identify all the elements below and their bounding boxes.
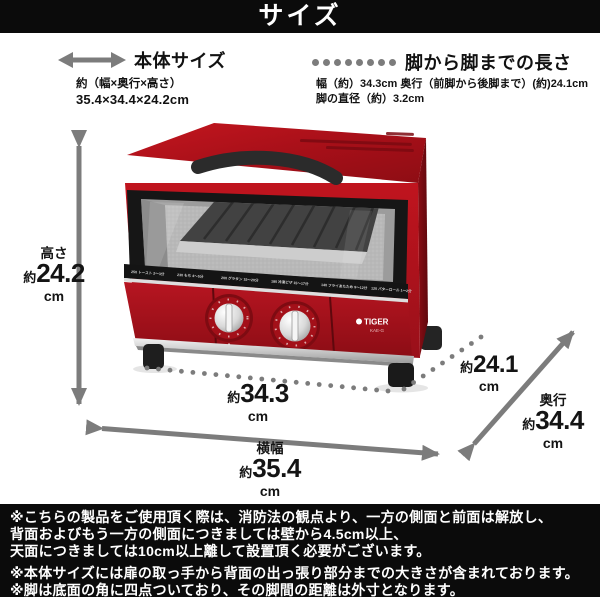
footnote-paragraph-2: ※本体サイズには扉の取っ手から背面の出っ張り部分までの大きさが含まれております。…: [10, 565, 590, 599]
body-size-label: 本体サイズ: [134, 51, 226, 71]
leg-depth-unit: cm: [478, 378, 500, 394]
leg-span-label: 脚から脚までの長さ: [405, 53, 572, 73]
oven-door: [127, 150, 408, 295]
knob-grip: [291, 310, 299, 342]
leg-span-line1: 幅（約）34.3cm 奥行（前脚から後脚まで）(約)24.1cm: [316, 78, 588, 90]
toaster-foot-front-left: [143, 344, 164, 369]
leg-depth-approx: 約: [460, 360, 474, 375]
guide-label: 120 バターロール 1〜2分: [371, 286, 412, 294]
leg-width-dimension-label: 約34.3 cm: [200, 378, 316, 424]
knob-grip: [225, 303, 233, 333]
baking-tray: [176, 199, 380, 264]
height-approx: 約: [23, 270, 37, 285]
base-shadow: [136, 346, 413, 367]
tray-pan-edge: [176, 241, 367, 264]
leg-depth-dimension-label: 約24.1 cm: [437, 352, 541, 393]
leg-width-dotted-line: [144, 365, 391, 394]
width-approx: 約: [239, 465, 253, 480]
footnote-line: ※脚は底面の角に四点ついており、その脚間の距離は外寸となります。: [10, 582, 464, 599]
body-size-formula: 約（幅×奥行×高さ）: [76, 78, 182, 90]
brand-text: TIGER: [364, 318, 389, 327]
base-chrome-strip: [133, 338, 414, 364]
toaster-foot-front-right: [388, 363, 414, 387]
footnote-line: 天面につきましては10cm以上離して設置頂く必要がございます。: [10, 542, 431, 559]
guide-label: 200 グラタン 15〜20分: [221, 275, 259, 283]
body-size-legend: 本体サイズ: [58, 47, 226, 73]
timer-dial: [270, 301, 320, 351]
height-value: 24.2: [36, 258, 85, 288]
leg-span-line2: 脚の直径（約）3.2cm: [316, 93, 425, 105]
body-size-values: 約（幅×奥行×高さ） 35.4×34.4×24.2cm: [76, 77, 189, 107]
door-handle: [191, 150, 343, 185]
width-dimension-label: 横幅 約35.4 cm: [212, 441, 328, 498]
dial-tick-marks: [274, 305, 316, 347]
footnote-line: 背面およびもう一方の側面につきましては壁から4.5cm以上、: [10, 525, 408, 542]
footnote-line: ※本体サイズには扉の取っ手から背面の出っ張り部分までの大きさが含まれております。: [10, 565, 579, 582]
leg-span-legend: 脚から脚までの長さ: [312, 49, 572, 75]
cooking-guide-strip: 250 トースト 2〜3分 230 もち 4〜5分 200 グラタン 15〜20…: [124, 264, 412, 303]
cooking-guide-labels: 250 トースト 2〜3分 230 もち 4〜5分 200 グラタン 15〜20…: [131, 269, 412, 293]
oven-left-wall: [141, 199, 168, 271]
leg-depth-value: 24.1: [473, 351, 518, 378]
depth-dimension-label: 奥行 約34.4 cm: [503, 393, 600, 450]
tiger-logo: TIGER KAE-G: [356, 318, 389, 333]
model-text: KAE-G: [370, 328, 385, 333]
toaster-right-side: [418, 138, 428, 356]
footnote-panel: ※こちらの製品をご使用頂く際は、消防法の観点より、一方の側面と前面は解放し、 背…: [0, 504, 600, 599]
footnote-line: ※こちらの製品をご使用頂く際は、消防法の観点より、一方の側面と前面は解放し、: [10, 509, 553, 525]
dotted-line-icon: [312, 58, 396, 66]
depth-name: 奥行: [539, 393, 567, 408]
guide-label: 250 トースト 2〜3分: [131, 269, 165, 276]
dial-tick-marks: [209, 298, 249, 338]
double-arrow-icon: [58, 52, 126, 68]
body-size-numbers: 35.4×34.4×24.2cm: [76, 92, 190, 107]
guide-label: 140 フライあたため 9〜12分: [321, 282, 368, 290]
leg-width-value: 34.3: [240, 378, 289, 408]
page-title: サイズ: [258, 2, 342, 30]
width-arrow: [85, 419, 440, 461]
width-name: 横幅: [256, 441, 284, 456]
top-embossed-text: [299, 132, 414, 153]
depth-arrow: [457, 330, 575, 462]
guide-label: 230 もち 4〜5分: [177, 272, 204, 279]
leg-depth-dotted-line: [401, 334, 484, 392]
width-unit: cm: [259, 483, 281, 499]
height-unit: cm: [43, 288, 65, 304]
glass-reflection: [340, 210, 372, 280]
height-dimension-label: 高さ 約24.2 cm: [6, 246, 102, 303]
control-panel: TIGER KAE-G: [124, 282, 412, 357]
leg-width-approx: 約: [227, 390, 241, 405]
leg-span-values: 幅（約）34.3cm 奥行（前脚から後脚まで）(約)24.1cm 脚の直径（約）…: [316, 77, 588, 107]
chrome-trim: [124, 278, 408, 303]
leg-width-unit: cm: [247, 408, 269, 424]
toaster-oven-diagram: 250 トースト 2〜3分 230 もち 4〜5分 200 グラタン 15〜20…: [71, 123, 575, 462]
height-name: 高さ: [40, 246, 68, 261]
width-value: 35.4: [252, 453, 301, 483]
glass-reflection: [146, 202, 184, 270]
depth-value: 34.4: [535, 405, 584, 435]
depth-unit: cm: [542, 435, 564, 451]
guide-label: 180 冷凍ピザ 15〜17分: [271, 279, 309, 287]
panel-seam: [329, 296, 335, 354]
title-bar: サイズ: [0, 0, 600, 33]
depth-approx: 約: [522, 417, 536, 432]
temperature-dial: [205, 294, 253, 347]
footnote-paragraph-1: ※こちらの製品をご使用頂く際は、消防法の観点より、一方の側面と前面は解放し、 背…: [10, 509, 590, 559]
